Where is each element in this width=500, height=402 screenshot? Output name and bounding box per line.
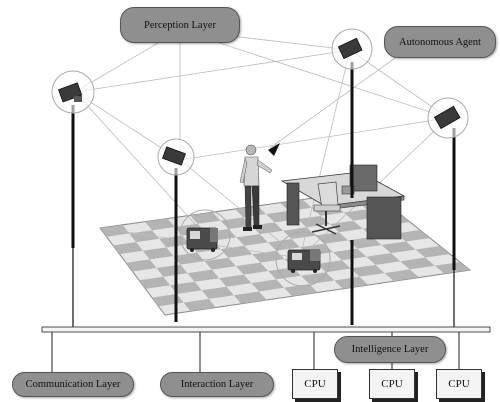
camera-3-icon: [331, 28, 373, 70]
perception-layer-label: Perception Layer: [120, 7, 240, 43]
floor-tile: [434, 262, 470, 274]
floor-tile: [190, 212, 221, 224]
floor-tile: [366, 253, 401, 265]
floor-tile: [251, 279, 285, 292]
floor-tile: [113, 242, 143, 255]
floor-tile: [317, 260, 351, 273]
floor-tile: [187, 269, 220, 282]
floor-tile: [415, 246, 450, 258]
robot-right: [275, 231, 331, 287]
floor-tile: [381, 241, 416, 254]
floor-tile: [350, 264, 385, 277]
floor-tile: [220, 245, 253, 258]
floor-tile: [333, 248, 367, 261]
perception-links: [74, 29, 449, 259]
robot-left: [179, 209, 231, 261]
floor-tile: [329, 220, 363, 233]
floor-tile: [183, 298, 216, 312]
desk-workstation: [280, 164, 406, 240]
floor-tile: [219, 274, 252, 287]
human-figure: [239, 144, 273, 231]
intelligence-layer-label: Intelligence Layer: [334, 336, 446, 363]
floor-tile: [145, 218, 175, 231]
floor-tile: [204, 257, 236, 270]
camera-2-icon: [157, 138, 195, 176]
floor-tile: [201, 286, 234, 299]
floor-tile: [233, 291, 267, 304]
floor-tile: [142, 247, 174, 260]
camera-1-icon: [51, 70, 95, 114]
camera-poles: [71, 62, 456, 325]
floor-tile: [396, 230, 430, 242]
floor-tile: [283, 227, 316, 239]
cpu-box-1: CPU: [292, 369, 338, 399]
floor-tile: [139, 276, 170, 289]
floor-tile: [301, 272, 335, 285]
floor-tile: [297, 215, 330, 228]
floor-tile: [126, 259, 157, 272]
floor-tile: [400, 257, 435, 270]
floor-tile: [156, 264, 188, 277]
camera-4-icon: [427, 97, 469, 139]
floor-tile: [348, 236, 382, 249]
floor-tile: [236, 262, 269, 275]
communication-layer-label: Communication Layer: [12, 372, 134, 397]
autonomous-agent-label: Autonomous Agent: [384, 26, 496, 58]
agent-pointer-icon: [268, 143, 280, 156]
interaction-layer-label: Interaction Layer: [160, 372, 274, 397]
pole-drops: [72, 248, 455, 327]
floor-tile: [100, 224, 130, 237]
floor-tile: [173, 252, 205, 265]
floor-tile: [170, 281, 202, 294]
cpu-box-3: CPU: [436, 369, 482, 399]
cpu-box-2: CPU: [369, 369, 415, 399]
floor-tile: [384, 269, 420, 282]
checkered-floor: [99, 189, 472, 316]
floor-tile: [284, 284, 318, 297]
floor-tile: [236, 234, 268, 246]
